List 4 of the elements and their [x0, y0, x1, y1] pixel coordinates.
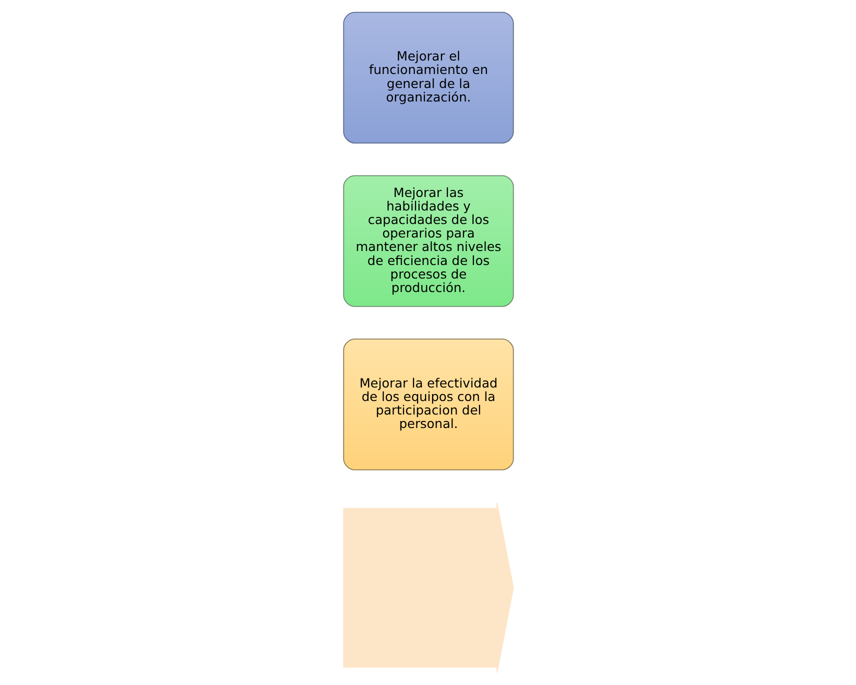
- node-box: Mejorar las habilidades y capacidades de los operarios para mantener altos niveles de eficiencia de los procesos de producción.: [342, 175, 514, 307]
- node-box: Mejorar la efectividad de los equipos con la participacion del personal.: [342, 338, 514, 470]
- node-arrow: [342, 502, 514, 674]
- node-box: Mejorar el funcionamiento en general de la organización.: [342, 12, 514, 144]
